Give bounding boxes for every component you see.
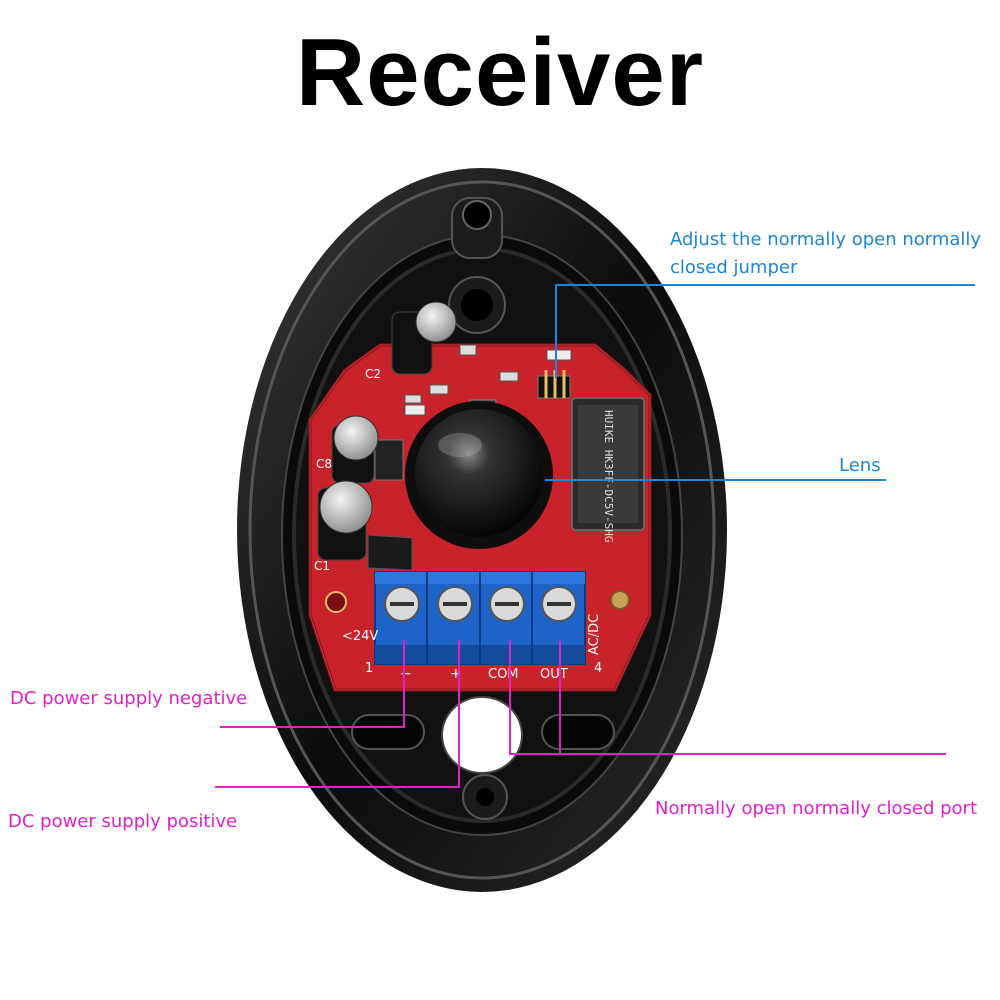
negative-callout: DC power supply negative [10, 688, 248, 709]
top-mount-post [448, 197, 506, 334]
silk-voltage-left: <24V [342, 629, 378, 644]
silk-c8: C8 [316, 457, 332, 471]
jumper-callout-line1: Adjust the normally open normally [670, 229, 982, 250]
silk-pin-1: 1 [365, 661, 373, 676]
out-leader [559, 640, 946, 755]
terminal-block [374, 571, 586, 665]
callout-lines-blue [545, 284, 975, 481]
positive-callout: DC power supply positive [8, 811, 238, 832]
capacitor-c8 [331, 415, 379, 484]
negative-leader [220, 640, 405, 728]
port-callout: Normally open normally closed port [655, 798, 977, 819]
housing-rim-highlight [248, 180, 716, 880]
jumper-callout-line2: closed jumper [670, 257, 798, 278]
silk-plus: + [450, 666, 462, 682]
silk-minus: − [400, 666, 412, 682]
callout-lines-magenta [215, 640, 946, 788]
lens [405, 401, 553, 549]
capacitor-c1 [317, 480, 373, 561]
silk-out: OUT [540, 667, 568, 682]
positive-leader [215, 640, 460, 788]
jumper-callout: Adjust the normally open normally closed… [670, 226, 981, 282]
silk-pin-4: 4 [594, 661, 602, 676]
silk-c1: C1 [314, 559, 330, 573]
relay-label: HUIKE HK3FF-DC5V-SHG [602, 410, 615, 542]
silk-voltage-right: AC/DC [587, 614, 602, 655]
terminal-screw-2 [437, 586, 473, 622]
page-title: Receiver [295, 19, 705, 126]
lens-callout: Lens [839, 455, 881, 476]
silk-com: COM [488, 667, 519, 682]
silk-c2: C2 [365, 367, 381, 381]
relay: HUIKE HK3FF-DC5V-SHG [571, 397, 645, 542]
jumper-leader [555, 284, 975, 378]
terminal-screw-1 [384, 586, 420, 622]
terminal-screw-3 [489, 586, 525, 622]
pcb-board: C2 C8 C1 HUIKE HK3FF-DC5V-SHG [308, 301, 652, 692]
terminal-screw-4 [541, 586, 577, 622]
capacitor-c2 [391, 301, 457, 375]
